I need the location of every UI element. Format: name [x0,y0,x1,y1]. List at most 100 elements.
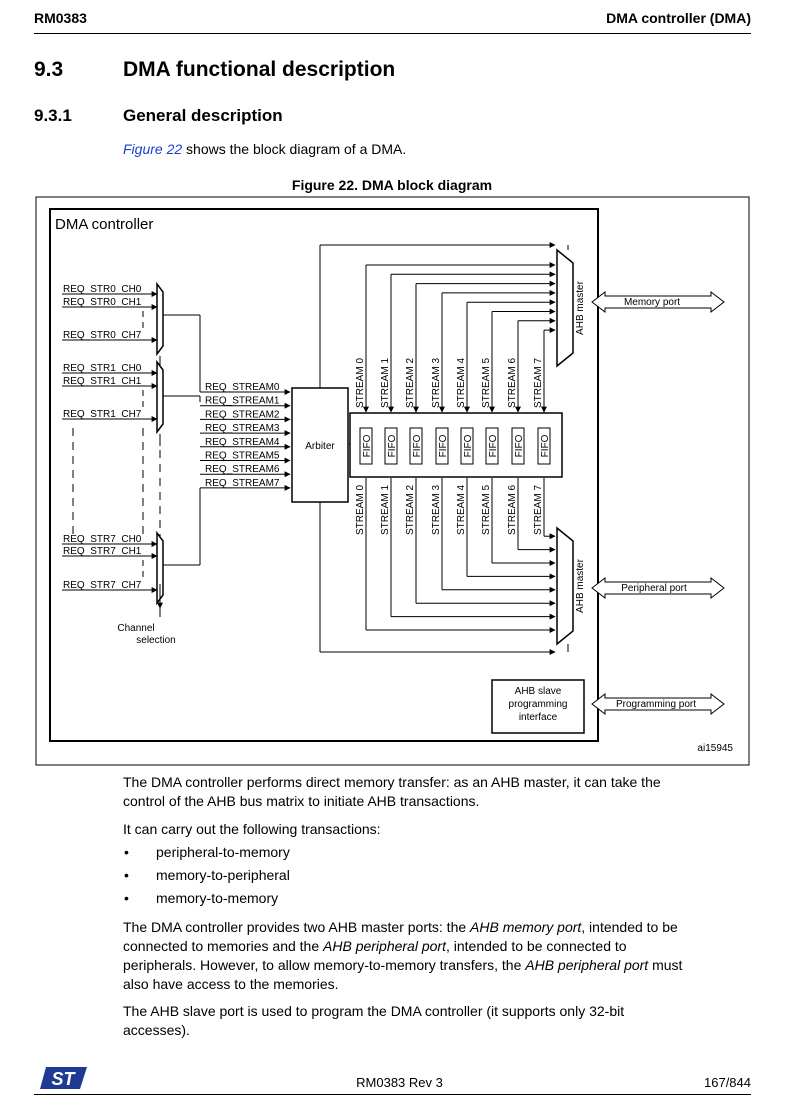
req-label-1-1: REQ_STR1_CH1 [63,376,142,387]
dma-controller-box [49,208,599,742]
stream-label-top-5: STREAM 5 [481,358,492,408]
figure-link[interactable]: Figure 22 [123,141,183,157]
footer-revision: RM0383 Rev 3 [356,1075,443,1090]
memory-port-label: Memory port [624,297,680,308]
paragraph-3-line4: also have access to the memories. [123,976,339,992]
ahb-master-memory [556,248,574,368]
req-stream-label-2: REQ_STREAM2 [205,409,280,420]
req-label-0-1: REQ_STR0_CH1 [63,297,142,308]
fifo-label-7: FIFO [540,434,551,457]
arbiter-box [291,387,349,503]
paragraph-3-line3: peripherals. However, to allow memory-to… [123,957,683,973]
mux-2 [156,530,164,606]
stream-label-top-2: STREAM 2 [405,358,416,408]
paragraph-1: The DMA controller performs direct memor… [123,773,748,811]
bullet-3: memory-to-memory [156,890,279,906]
ahb-master-memory-label: AHB master [575,280,586,335]
bullet-2-dot: • [124,867,129,883]
bullet-1: peripheral-to-memory [156,844,290,860]
peripheral-port-arrow [591,576,725,600]
footer-page-number: 167/844 [704,1075,751,1090]
stream-label-top-7: STREAM 7 [533,358,544,408]
footer-rule [34,1094,751,1095]
memory-port-arrow [591,290,725,314]
fifo-label-2: FIFO [412,434,423,457]
section-title: DMA functional description [123,58,396,81]
paragraph-3-line1: The DMA controller provides two AHB mast… [123,919,678,935]
section-number: 9.3 [34,58,64,81]
req-stream-lines: REQ_STREAM0REQ_STREAM1REQ_STREAM2REQ_STR… [200,382,291,491]
fifo-label-1: FIFO [387,434,398,457]
paragraph-3: The DMA controller provides two AHB mast… [123,918,748,994]
paragraph-4-line2: accesses). [123,1022,190,1038]
ahb-slave-line1: AHB slave [515,686,562,697]
stream-label-top-1: STREAM 1 [380,358,391,408]
req-stream-label-7: REQ_STREAM7 [205,478,280,489]
intro-rest: shows the block diagram of a DMA. [182,141,407,157]
fifo-box-7 [537,427,551,465]
paragraph-1-line2: control of the AHB bus matrix to initiat… [123,793,480,809]
stream-label-bottom-5: STREAM 5 [481,485,492,535]
figure-id: ai15945 [697,743,733,754]
paragraph-1-line1: The DMA controller performs direct memor… [123,774,661,790]
stream-label-top-6: STREAM 6 [507,358,518,408]
mux-1 [156,359,164,435]
fifo-box-2 [409,427,423,465]
bullet-2: memory-to-peripheral [156,867,290,883]
stream-label-bottom-4: STREAM 4 [456,485,467,535]
channel-selection-line1: Channel [117,623,154,634]
req-stream-label-0: REQ_STREAM0 [205,382,280,393]
req-stream-label-6: REQ_STREAM6 [205,464,280,475]
header-rule [34,33,751,34]
fifo-label-5: FIFO [488,434,499,457]
ahb-slave-line3: interface [519,712,558,723]
stream-label-bottom-6: STREAM 6 [507,485,518,535]
fifo-label-4: FIFO [463,434,474,457]
peripheral-port-label: Peripheral port [621,583,687,594]
ahb-master-peripheral-label: AHB master [575,558,586,613]
bullet-3-dot: • [124,890,129,906]
req-label-0-2: REQ_STR0_CH7 [63,330,142,341]
dma-diagram-svg: DMA controller REQ_STR0_CH0REQ_STR0_CH1R… [35,196,750,766]
req-stream-label-1: REQ_STREAM1 [205,396,280,407]
programming-port-arrow [591,692,725,716]
req-label-2-2: REQ_STR7_CH7 [63,580,142,591]
fifo-label-3: FIFO [438,434,449,457]
req-label-2-0: REQ_STR7_CH0 [63,534,142,545]
paragraph-3-line2: connected to memories and the AHB periph… [123,938,627,954]
paragraph-2: It can carry out the following transacti… [123,821,381,837]
stream-label-top-0: STREAM 0 [355,358,366,408]
ahb-slave-box [491,679,585,734]
intro-sentence: Figure 22 shows the block diagram of a D… [123,141,406,157]
ahb-slave-line2: programming [509,699,568,710]
fifo-container [349,412,563,478]
fifo-box-5 [485,427,499,465]
stream-label-bottom-7: STREAM 7 [533,485,544,535]
fifo-box-6 [511,427,525,465]
req-label-0-0: REQ_STR0_CH0 [63,284,142,295]
fifo-box-4 [460,427,474,465]
mux-0 [156,281,164,357]
channel-selection-line2: selection [136,635,175,646]
channel-muxes: REQ_STR0_CH0REQ_STR0_CH1REQ_STR0_CH7REQ_… [62,281,201,617]
req-label-1-0: REQ_STR1_CH0 [63,363,142,374]
bullet-1-dot: • [124,844,129,860]
fifo-box-3 [435,427,449,465]
fifo-box-0 [359,427,373,465]
req-label-1-2: REQ_STR1_CH7 [63,409,142,420]
ahb-master-peripheral [556,526,574,646]
fifo-label-6: FIFO [514,434,525,457]
subsection-number: 9.3.1 [34,106,72,125]
req-stream-label-3: REQ_STREAM3 [205,423,280,434]
req-stream-label-5: REQ_STREAM5 [205,451,280,462]
arbiter-label: Arbiter [305,441,335,452]
req-label-2-1: REQ_STR7_CH1 [63,546,142,557]
stream-label-bottom-2: STREAM 2 [405,485,416,535]
figure-title: Figure 22. DMA block diagram [291,177,493,193]
st-logo: ST [40,1065,88,1096]
programming-port-label: Programming port [616,699,696,710]
paragraph-4: The AHB slave port is used to program th… [123,1002,748,1040]
